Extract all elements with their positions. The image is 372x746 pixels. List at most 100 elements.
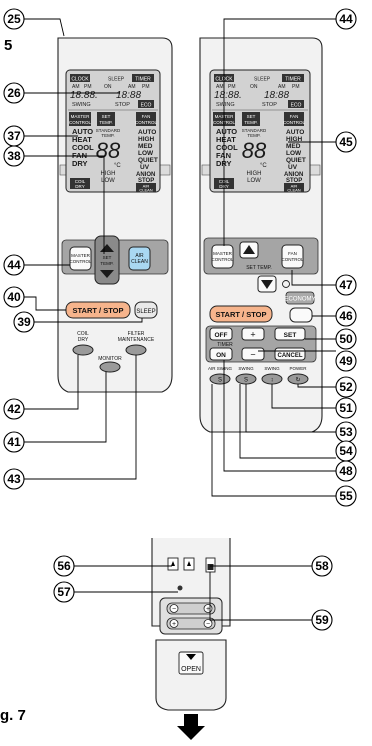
lcd-mode-auto: AUTO (72, 127, 93, 136)
r-lcd-air-label: AIR (291, 184, 298, 189)
leader-54 (239, 384, 336, 459)
callout-49: 49 (335, 350, 357, 372)
lcd-timer-badge (132, 74, 154, 82)
slide-down-arrow-icon (177, 714, 205, 740)
r-lcd-fan-high: HIGH (286, 136, 303, 143)
left-temp-down-button[interactable] (100, 270, 114, 278)
left-master-control-label: CONTROL (69, 259, 91, 264)
r-lcd-mode-cool: COOL (216, 143, 238, 152)
lcd-mode-dry: DRY (72, 159, 88, 168)
right-on-label: ON (216, 352, 226, 359)
callout-41-number: 41 (7, 435, 21, 449)
r-lcd-fan-control-label: CONTROL (283, 120, 305, 125)
right-start-stop-button[interactable] (209, 305, 273, 323)
lcd-uv-label: UV (140, 164, 150, 171)
r-lcd-fan-auto: AUTO (286, 129, 304, 136)
cover-open-tab[interactable] (178, 651, 204, 675)
lcd-anion-label: ANION (136, 172, 155, 178)
lcd-mode-heat: HEAT (72, 135, 92, 144)
callout-46: 46 (335, 305, 357, 327)
lcd-mode-cool: COOL (72, 143, 94, 152)
lcd-temp-label: TEMP. (99, 120, 112, 125)
leader-53 (245, 384, 336, 433)
reset-hole[interactable] (177, 585, 183, 591)
right-fan-control-button[interactable] (281, 244, 304, 269)
battery-2-minus (203, 619, 213, 628)
lcd-time-left: 18:88. (70, 90, 98, 101)
callout-51: 51 (335, 397, 357, 419)
callout-53-number: 53 (339, 425, 353, 439)
left-temp-up-button[interactable] (100, 244, 114, 252)
right-economy-button[interactable] (285, 291, 315, 305)
right-timer-off-button[interactable] (209, 327, 233, 341)
left-clean-label: CLEAN (131, 259, 148, 265)
battery-2-plus (169, 619, 179, 628)
r-lcd-eco-badge (288, 100, 304, 108)
callout-39: 39 (13, 311, 35, 333)
r-lcd-standard-temp-label: TEMP. (247, 133, 260, 138)
right-master-label: MASTER (213, 251, 233, 256)
left-master-control-button[interactable] (69, 246, 92, 271)
lcd-sleep-label: SLEEP (108, 77, 125, 83)
left-filter-maintenance-button[interactable] (125, 344, 147, 356)
swing-icon-2: S (244, 378, 248, 384)
r-lcd-clean-label: CLEAN (287, 188, 300, 193)
left-coil-dry-button[interactable] (72, 344, 94, 356)
figure-fragment-bottom: g. 7 (0, 707, 26, 724)
lcd-pm-right: PM (142, 84, 150, 90)
slide-switch-knob (207, 564, 214, 570)
right-fan-label: FAN (288, 251, 297, 256)
r-lcd-high-label: HIGH (247, 171, 262, 177)
right-master-control-button[interactable] (211, 244, 234, 269)
callout-26: 26 (3, 82, 25, 104)
right-economy-key[interactable] (289, 307, 313, 323)
lcd-am-left: AM (72, 84, 80, 90)
lcd-clock-badge (70, 74, 90, 82)
r-lcd-pm-left: PM (228, 84, 236, 90)
left-monitor-button[interactable] (99, 361, 121, 373)
right-timer-plus-button[interactable] (241, 327, 265, 341)
left-master-label: MASTER (71, 253, 91, 258)
r-lcd-timer-badge (282, 74, 304, 82)
callout-59-number: 59 (315, 613, 329, 627)
right-timer-on-button[interactable] (209, 347, 233, 361)
r-lcd-pm-right: PM (292, 84, 300, 90)
callout-39-number: 39 (17, 315, 31, 329)
vertical-swing-icon: ↕ (271, 378, 274, 384)
callout-45: 45 (335, 131, 357, 153)
lcd-master-label: MASTER (71, 114, 91, 119)
lcd-time-right: 18:88 (116, 90, 141, 101)
lcd-fan-control-label: CONTROL (135, 120, 157, 125)
up-arrow-icon (243, 245, 255, 254)
figure-fragment-top: 5 (4, 37, 12, 54)
callout-56-number: 56 (57, 559, 71, 573)
left-filter-label: FILTER (128, 331, 145, 337)
right-air-swing-button[interactable] (209, 373, 231, 385)
left-air-clean-button[interactable] (128, 246, 151, 271)
right-swing-label-1: SWING (238, 366, 254, 371)
lcd-eco-badge (138, 100, 154, 108)
callout-48-number: 48 (339, 464, 353, 478)
callout-54-number: 54 (339, 444, 353, 458)
lcd-coil-label: COIL (75, 179, 86, 184)
right-timer-set-button[interactable] (274, 327, 306, 341)
lcd-air-label: AIR (143, 184, 150, 189)
leader-48 (223, 360, 336, 472)
left-sleep-button[interactable] (134, 301, 158, 319)
leader-55 (211, 384, 336, 497)
plus-sign-icon: + (206, 606, 210, 613)
r-lcd-fan-badge (284, 112, 304, 126)
right-set-label: SET (284, 332, 297, 339)
callouts: 25 26 37 38 44 40 39 42 41 43 44 45 47 4… (3, 8, 357, 631)
callout-25-number: 25 (7, 12, 21, 26)
callout-41: 41 (3, 431, 25, 453)
callout-47: 47 (335, 274, 357, 296)
leader-43 (24, 355, 137, 480)
open-label: OPEN (181, 666, 201, 673)
callout-52-number: 52 (339, 380, 353, 394)
callout-40-number: 40 (7, 290, 21, 304)
r-lcd-time-left: 18:88. (214, 90, 242, 101)
callout-38: 38 (3, 145, 25, 167)
callout-47-number: 47 (339, 278, 353, 292)
battery-cover[interactable] (155, 639, 227, 711)
